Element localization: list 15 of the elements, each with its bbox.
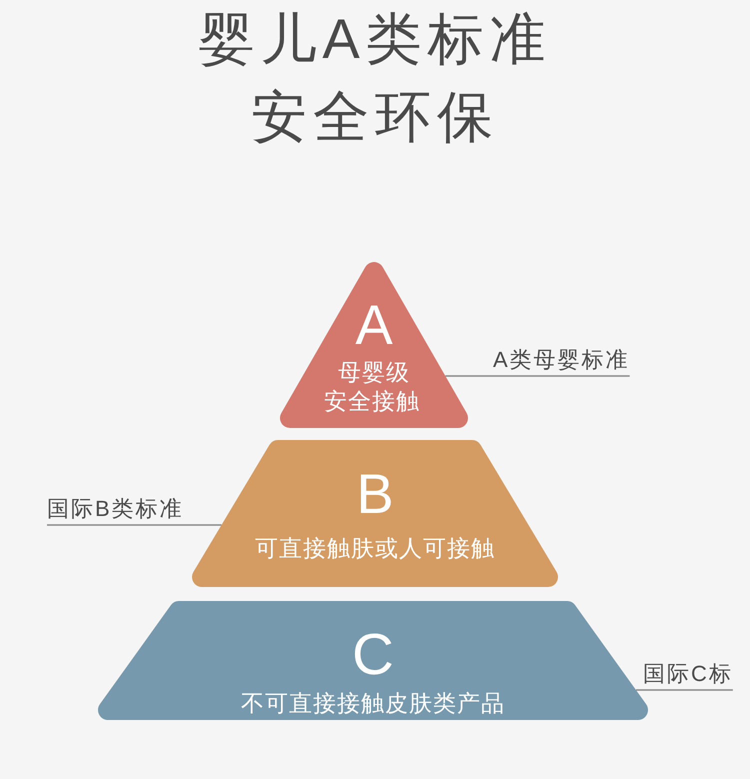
tier-description: 不可直接接触皮肤类产品 [241,689,505,717]
standard-label: 国际C标 [643,658,733,690]
tier-description: 可直接触肤或人可接触 [255,534,495,562]
standard-label: 国际B类标准 [47,493,184,525]
title: 婴儿A类标准安全环保 [197,6,553,150]
tier-letter: B [356,464,394,524]
leader-line [636,689,733,691]
tier-letter: A [355,295,393,355]
leader-line [445,375,630,377]
pyramid-top-tier [280,262,468,428]
tier-letter: C [352,625,394,685]
tier-description: 母婴级安全接触 [324,358,421,416]
standard-label: A类母婴标准 [493,344,630,376]
leader-line [47,524,222,526]
pyramid-middle-tier [192,440,558,587]
